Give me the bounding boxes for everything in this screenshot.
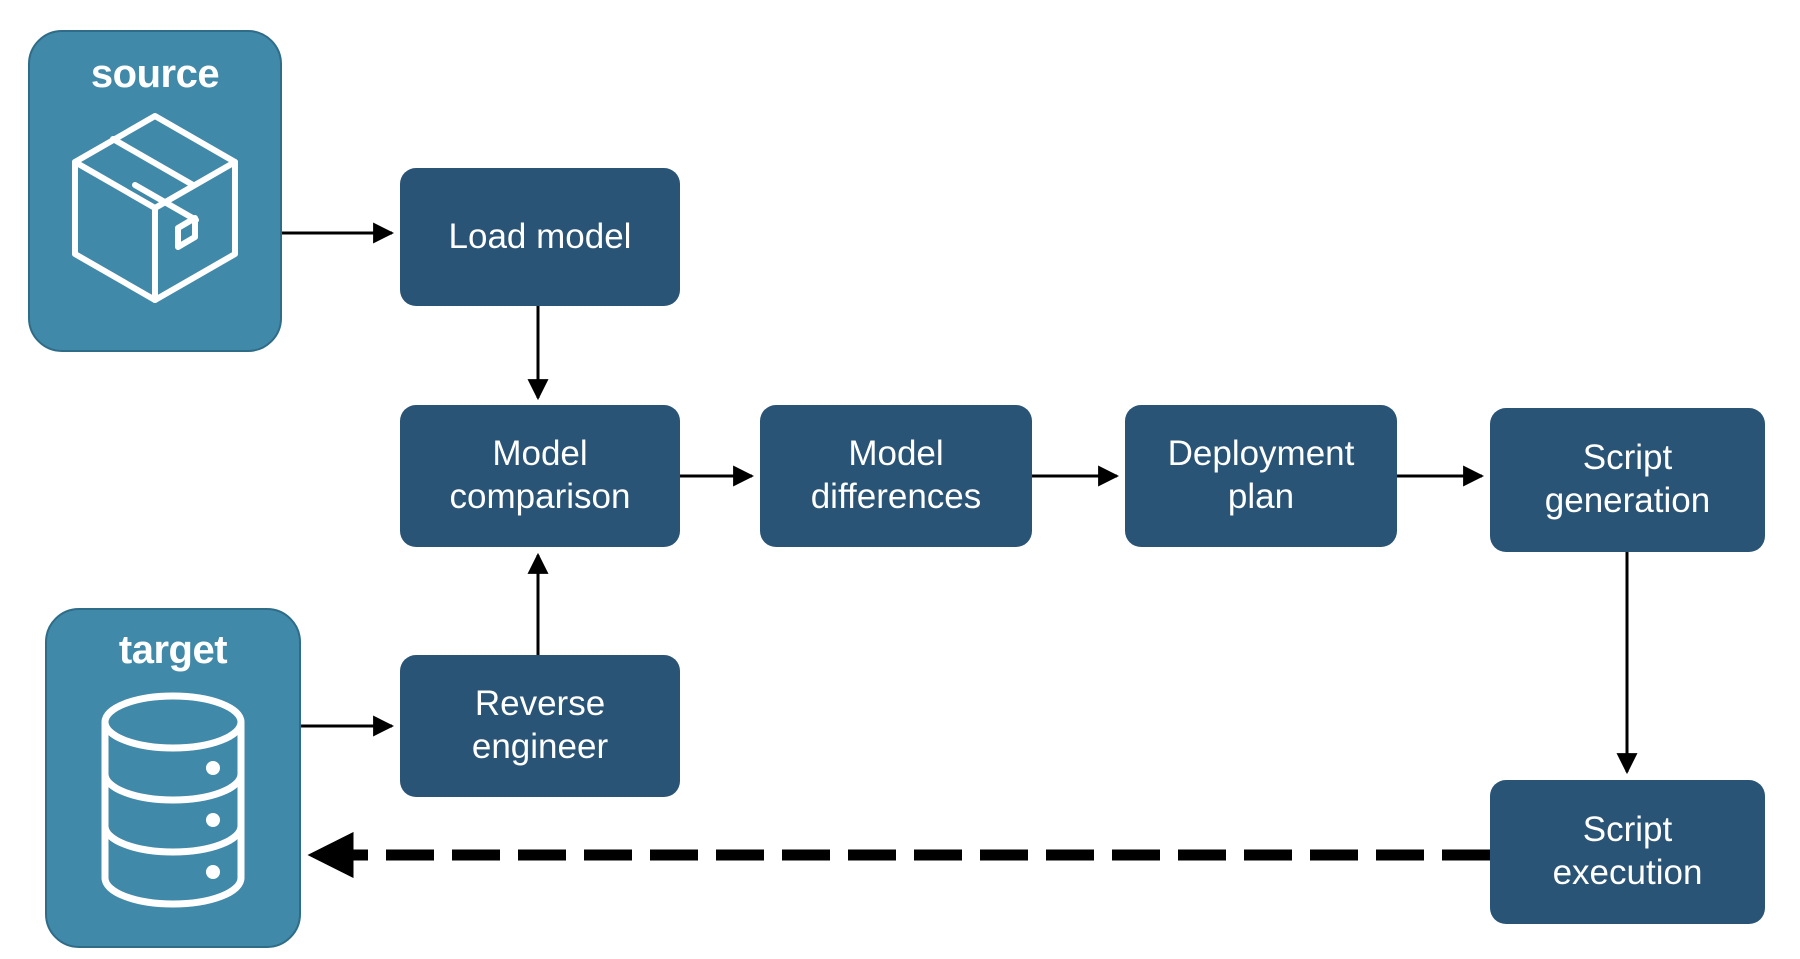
process-reverse-engineer[interactable]: Reverse engineer [400,655,680,797]
database-cylinder-icon [101,692,245,908]
process-deployment-plan[interactable]: Deployment plan [1125,405,1397,547]
process-script-execution-line-1: Script [1582,810,1673,850]
process-model-differences[interactable]: Model differences [760,405,1032,547]
process-script-generation[interactable]: Script generation [1490,408,1765,552]
process-reverse-engineer-line-1: Reverse [474,684,606,724]
process-load-model[interactable]: Load model [400,168,680,306]
package-box-icon [72,113,238,303]
endpoint-target[interactable]: target [45,608,301,948]
process-model-comparison[interactable]: Model comparison [400,405,680,547]
endpoint-target-label: target [118,628,228,672]
process-script-execution-line-2: execution [1552,853,1703,892]
process-script-generation-line-2: generation [1544,481,1711,520]
process-script-execution[interactable]: Script execution [1490,780,1765,924]
process-load-model-line-1: Load model [448,216,632,256]
process-model-comparison-line-2: comparison [449,477,631,516]
process-deployment-plan-line-2: plan [1227,477,1295,516]
process-model-differences-line-1: Model [848,434,944,474]
endpoint-source[interactable]: source [28,30,282,352]
endpoint-source-label: source [90,52,220,96]
process-model-differences-line-2: differences [810,477,982,516]
process-model-comparison-line-1: Model [492,434,588,474]
process-deployment-plan-line-1: Deployment [1167,434,1355,474]
process-script-generation-line-1: Script [1582,438,1673,478]
process-reverse-engineer-line-2: engineer [471,727,609,766]
